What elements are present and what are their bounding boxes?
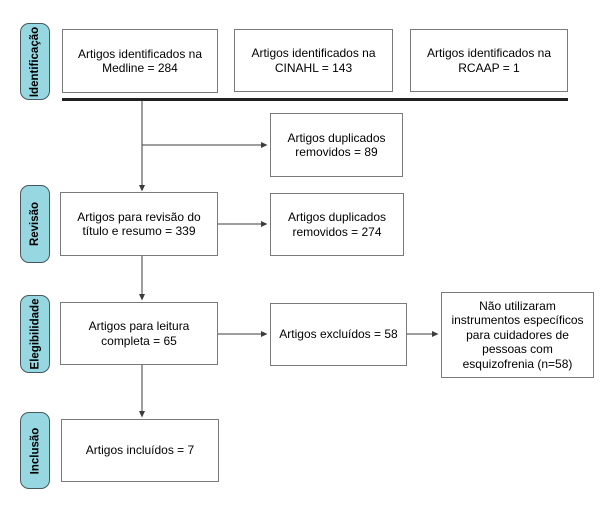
stage-label-revisao-text: Revisão — [29, 201, 42, 247]
box-full-read: Artigos para leitura completa = 65 — [60, 302, 218, 365]
box-identified-rcaap: Artigos identificados na RCAAP = 1 — [410, 29, 568, 92]
identification-separator-line — [62, 98, 568, 101]
stage-label-identificacao: Identificação — [20, 23, 50, 100]
box-excluded: Artigos excluídos = 58 — [270, 303, 407, 366]
box-duplicates-removed-89: Artigos duplicados removidos = 89 — [270, 113, 403, 177]
box-duplicates-removed-274: Artigos duplicados removidos = 274 — [270, 193, 404, 256]
box-title-abstract-review: Artigos para revisão do título e resumo … — [60, 192, 218, 256]
box-identified-medline: Artigos identificados na Medline = 284 — [62, 29, 218, 93]
stage-label-identificacao-text: Identificação — [29, 26, 41, 97]
stage-label-inclusao-text: Inclusão — [29, 427, 41, 474]
stage-label-inclusao: Inclusão — [20, 412, 50, 489]
stage-label-elegibilidade-text: Elegibilidade — [29, 298, 41, 370]
box-identified-cinahl: Artigos identificados na CINAHL = 143 — [234, 29, 393, 92]
box-exclusion-reason: Não utilizaram instrumentos específicos … — [441, 292, 594, 378]
stage-label-elegibilidade: Elegibilidade — [20, 295, 50, 373]
stage-label-revisao: Revisão — [20, 185, 50, 263]
box-included: Artigos incluídos = 7 — [61, 419, 219, 482]
